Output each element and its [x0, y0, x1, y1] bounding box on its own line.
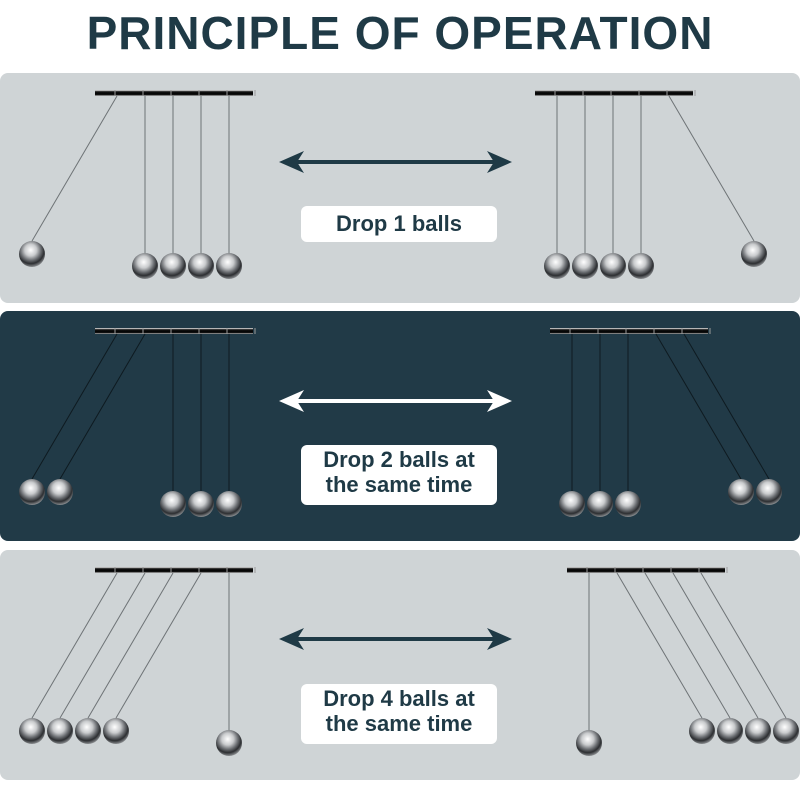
cradle-frame-bar: [95, 90, 253, 96]
cradle-before: [19, 328, 256, 517]
cradle-before: [19, 90, 256, 279]
pendulum-ball-raised: [745, 718, 771, 744]
pendulum-ball-resting: [132, 253, 158, 279]
pendulum-ball-raised: [19, 479, 45, 505]
cradle-frame-bar: [95, 328, 253, 334]
cradle-before: [19, 567, 256, 756]
panel-2-label: Drop 2 balls at the same time: [301, 445, 497, 505]
cradle-frame-bar: [95, 567, 253, 573]
pendulum-ball-resting: [544, 253, 570, 279]
pendulum-string: [31, 333, 118, 480]
pendulum-string: [31, 95, 118, 242]
cradle-frame-bar: [550, 328, 708, 334]
pendulum-ball-raised: [75, 718, 101, 744]
panel-2-graphic: [19, 328, 782, 517]
panel-drop-4: Drop 4 balls at the same time: [0, 550, 800, 780]
arrow-head-right: [487, 151, 512, 173]
pendulum-ball-raised: [689, 718, 715, 744]
pendulum-ball-raised: [103, 718, 129, 744]
pendulum-string: [655, 333, 742, 480]
pendulum-ball-raised: [773, 718, 799, 744]
pendulum-string: [644, 572, 731, 719]
pendulum-ball-raised: [728, 479, 754, 505]
pendulum-ball-raised: [717, 718, 743, 744]
panel-3-label-line-1: Drop 4 balls at: [323, 686, 475, 711]
pendulum-ball-raised: [47, 479, 73, 505]
pendulum-ball-resting: [559, 491, 585, 517]
pendulum-ball-resting: [587, 491, 613, 517]
panel-3-label-line-2: the same time: [325, 711, 473, 736]
pendulum-string: [616, 572, 703, 719]
pendulum-string: [31, 572, 118, 719]
pendulum-string: [672, 572, 759, 719]
cradle-after: [550, 328, 782, 517]
pendulum-ball-resting: [188, 253, 214, 279]
pendulum-ball-raised: [19, 241, 45, 267]
pendulum-ball-raised: [19, 718, 45, 744]
panel-2-label-line-1: Drop 2 balls at: [323, 447, 475, 472]
panel-2-label-line-2: the same time: [325, 472, 473, 497]
pendulum-ball-resting: [628, 253, 654, 279]
pendulum-string: [683, 333, 770, 480]
pendulum-string: [668, 95, 755, 242]
pendulum-ball-resting: [216, 491, 242, 517]
pendulum-ball-resting: [572, 253, 598, 279]
arrow-head-left: [279, 151, 304, 173]
pendulum-ball-resting: [600, 253, 626, 279]
pendulum-ball-resting: [160, 253, 186, 279]
page-title: PRINCIPLE OF OPERATION: [86, 7, 714, 59]
panel-drop-1: Drop 1 balls: [0, 73, 800, 303]
pendulum-ball-resting: [216, 253, 242, 279]
pendulum-string: [59, 333, 146, 480]
pendulum-string: [115, 572, 202, 719]
pendulum-ball-resting: [615, 491, 641, 517]
pendulum-string: [700, 572, 787, 719]
pendulum-ball-resting: [160, 491, 186, 517]
bidirectional-arrow-icon: [279, 151, 512, 173]
pendulum-ball-raised: [47, 718, 73, 744]
panel-1-graphic: [19, 90, 767, 279]
panel-3-graphic: [19, 567, 799, 756]
arrow-head-left: [279, 390, 304, 412]
arrow-head-right: [487, 390, 512, 412]
bidirectional-arrow-icon: [279, 390, 512, 412]
arrow-head-right: [487, 628, 512, 650]
pendulum-string: [59, 572, 146, 719]
panel-1-label: Drop 1 balls: [301, 206, 497, 242]
cradle-after: [567, 567, 799, 756]
pendulum-ball-resting: [188, 491, 214, 517]
bidirectional-arrow-icon: [279, 628, 512, 650]
panel-3-label: Drop 4 balls at the same time: [301, 684, 497, 744]
pendulum-ball-resting: [216, 730, 242, 756]
pendulum-string: [87, 572, 174, 719]
cradle-frame-bar: [535, 90, 693, 96]
panel-drop-2: Drop 2 balls at the same time: [0, 311, 800, 541]
cradle-after: [535, 90, 767, 279]
pendulum-ball-raised: [756, 479, 782, 505]
pendulum-ball-raised: [741, 241, 767, 267]
cradle-frame-bar: [567, 567, 725, 573]
pendulum-ball-resting: [576, 730, 602, 756]
arrow-head-left: [279, 628, 304, 650]
